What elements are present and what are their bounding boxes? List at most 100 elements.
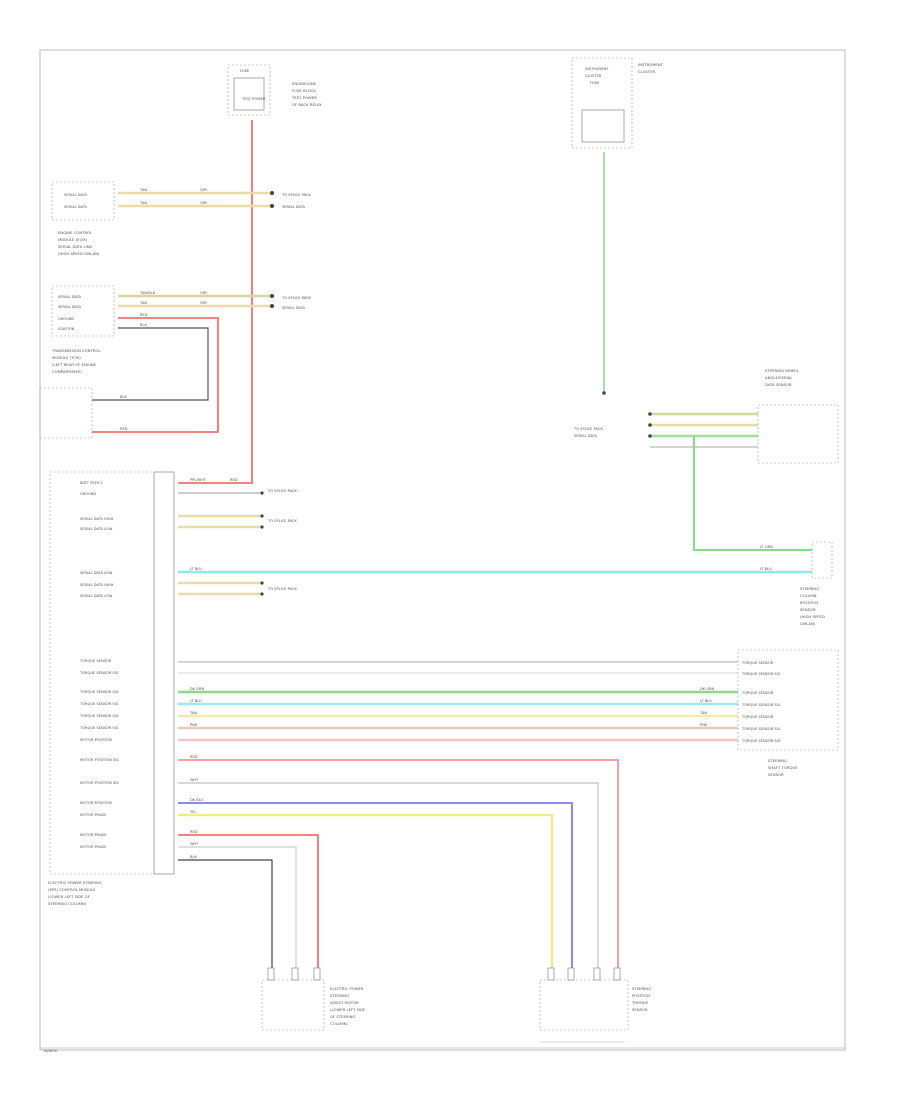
eps-pin-label: SERIAL DATA LOW	[80, 571, 113, 575]
svg-text:SENSOR: SENSOR	[632, 1007, 648, 1012]
svg-text:LT BLU: LT BLU	[190, 567, 202, 571]
torque-pin-label: TORQUE SENSOR SIG	[741, 703, 781, 707]
svg-text:MODULE (TCM): MODULE (TCM)	[52, 355, 81, 360]
svg-text:LT BLU: LT BLU	[700, 699, 712, 703]
svg-text:OF STEERING: OF STEERING	[330, 1014, 356, 1019]
svg-text:TO SPLICE PACK: TO SPLICE PACK	[573, 427, 603, 431]
eps-pin-label: SERIAL DATA HIGH	[80, 517, 114, 521]
svg-text:RED: RED	[140, 313, 148, 317]
svg-text:FUSE: FUSE	[240, 69, 250, 73]
svg-text:ASSIST MOTOR: ASSIST MOTOR	[330, 1000, 359, 1005]
svg-text:TEST POWER: TEST POWER	[241, 97, 266, 101]
eps-pin-label: MOTOR PHASE	[80, 833, 107, 837]
svg-text:BLK: BLK	[140, 323, 147, 327]
eps-pin-label: TORQUE SENSOR SIG	[79, 671, 119, 675]
torque-pin-label: TORQUE SENSOR SIG	[741, 727, 781, 731]
eps-pin-label: MOTOR PHASE	[80, 845, 107, 849]
steering-position-torque-sensor: STEERING POSITION TORQUE SENSOR	[539, 967, 651, 1031]
eps-control-module: BATT FEED 1 GROUND SERIAL DATA HIGH SERIAL …	[48, 471, 175, 906]
eps-pin-label: TORQUE SENSOR SIG	[79, 714, 119, 718]
svg-text:TEST POWER: TEST POWER	[291, 95, 317, 100]
svg-text:STEERING WHEEL: STEERING WHEEL	[765, 368, 800, 373]
eps-pin-label: BATT FEED 1	[80, 481, 103, 485]
eps-pin-label: MOTOR POSITION	[80, 738, 112, 742]
eps-pin-label: TORQUE SENSOR SIG	[79, 726, 119, 730]
footer-code: W/WS0	[44, 1049, 58, 1053]
svg-text:TO SPLICE PACK: TO SPLICE PACK	[281, 296, 311, 300]
eps-pin-label: TORQUE SENSOR	[79, 659, 112, 663]
svg-text:POSITION: POSITION	[632, 993, 650, 998]
svg-text:WHT: WHT	[190, 778, 199, 782]
eps-pin-label: GROUND	[80, 492, 96, 496]
torque-pin-label: TORQUE SENSOR SIG	[741, 739, 781, 743]
splice-dots	[260, 191, 652, 596]
svg-text:BLK: BLK	[120, 395, 127, 399]
svg-text:CLUSTER: CLUSTER	[638, 69, 655, 74]
svg-text:SENSOR: SENSOR	[768, 772, 784, 777]
svg-text:LT BLU: LT BLU	[190, 699, 202, 703]
svg-text:TO SPLICE PACK: TO SPLICE PACK	[267, 519, 297, 523]
svg-text:TRANSMISSION CONTROL: TRANSMISSION CONTROL	[51, 348, 101, 353]
eps-assist-motor: ELECTRIC POWER STEERING ASSIST MOTOR (LO…	[261, 967, 366, 1031]
eps-pin-label: MOTOR POSITION SIG	[80, 758, 119, 762]
svg-text:STEERING: STEERING	[800, 586, 819, 591]
wire-color-labels: TAN GRY TAN GRY TAN/BLK GRY TAN GRY RED …	[120, 188, 773, 859]
tcm-connector: SERIAL DATA SERIAL DATA GROUND IGNITION …	[39, 285, 115, 439]
svg-text:SERIAL DATA: SERIAL DATA	[64, 193, 88, 197]
svg-text:STEERING: STEERING	[632, 986, 651, 991]
svg-text:SENSOR: SENSOR	[800, 607, 816, 612]
svg-text:YEL: YEL	[190, 810, 196, 814]
svg-text:STEERING: STEERING	[768, 758, 787, 763]
svg-text:SERIAL DATA: SERIAL DATA	[64, 205, 88, 209]
torque-pin-label: TORQUE SENSOR	[741, 691, 774, 695]
torque-pin-label: TORQUE SENSOR SIG	[741, 672, 781, 676]
svg-text:RED: RED	[190, 755, 198, 759]
svg-text:SERIAL DATA: SERIAL DATA	[574, 434, 598, 438]
svg-text:FUSE BLOCK: FUSE BLOCK	[292, 88, 316, 93]
svg-text:LT GRN: LT GRN	[760, 545, 773, 549]
svg-text:ENGINE/LINE: ENGINE/LINE	[292, 81, 317, 86]
svg-text:WHT: WHT	[190, 842, 199, 846]
svg-text:GRY: GRY	[200, 301, 208, 305]
svg-text:ELECTRIC POWER STEERING: ELECTRIC POWER STEERING	[48, 880, 102, 885]
svg-text:TO SPLICE PACK: TO SPLICE PACK	[267, 489, 297, 493]
svg-text:INSTRUMENT: INSTRUMENT	[638, 62, 664, 67]
svg-text:TORQUE: TORQUE	[631, 1000, 649, 1005]
svg-text:SERIAL DATA: SERIAL DATA	[58, 305, 82, 309]
svg-text:TAN: TAN	[189, 711, 197, 715]
svg-text:SERIAL DATA: SERIAL DATA	[58, 295, 82, 299]
svg-text:SERIAL DATA: SERIAL DATA	[282, 306, 306, 310]
svg-text:GROUND: GROUND	[58, 317, 74, 321]
svg-text:MODULE (ECM): MODULE (ECM)	[58, 237, 87, 242]
svg-text:GRY: GRY	[200, 201, 208, 205]
svg-text:DATA SENSOR: DATA SENSOR	[765, 382, 792, 387]
instrument-cluster: INSTRUMENT CLUSTER FUSE INSTRUMENT CLUST…	[571, 57, 664, 149]
svg-text:LT BLU: LT BLU	[760, 567, 772, 571]
svg-text:(LEFT REAR OF ENGINE: (LEFT REAR OF ENGINE	[52, 362, 97, 367]
eps-pin-label: SERIAL DATA LOW	[80, 594, 113, 598]
svg-text:DK BLU: DK BLU	[190, 798, 204, 802]
svg-text:SERIAL DATA LINK: SERIAL DATA LINK	[58, 244, 93, 249]
svg-text:RED: RED	[230, 478, 238, 482]
svg-text:TAN: TAN	[139, 201, 147, 205]
svg-text:RED: RED	[190, 830, 198, 834]
torque-pin-label: TORQUE SENSOR	[741, 661, 774, 665]
eps-pin-label: TORQUE SENSOR SIG	[79, 690, 119, 694]
svg-text:IGNITION: IGNITION	[58, 327, 75, 331]
diagram-frame	[39, 49, 846, 1051]
eps-pin-label: SERIAL DATA LOW	[80, 527, 113, 531]
svg-text:(LOWER LEFT SIDE OF: (LOWER LEFT SIDE OF	[48, 894, 90, 899]
splice-labels: TO SPLICE PACK SERIAL DATA TO SPLICE PAC…	[267, 193, 603, 591]
svg-text:COLUMN: COLUMN	[800, 593, 817, 598]
svg-text:PNK: PNK	[190, 723, 198, 727]
steering-column-position-sensor: STEERING COLUMN POSITION SENSOR (HIGH SP…	[800, 541, 833, 626]
wire-black-tcm	[92, 327, 209, 401]
svg-text:STEERING: STEERING	[330, 993, 349, 998]
steering-angle-sensor: STEERING WHEEL ANGLE/SERIAL DATA SENSOR	[757, 368, 839, 464]
wires	[92, 120, 812, 968]
svg-text:COMPARTMENT): COMPARTMENT)	[52, 369, 83, 374]
eps-pin-label: MOTOR PHASE	[80, 813, 107, 817]
svg-text:BLK: BLK	[190, 855, 197, 859]
svg-text:TAN: TAN	[699, 711, 707, 715]
